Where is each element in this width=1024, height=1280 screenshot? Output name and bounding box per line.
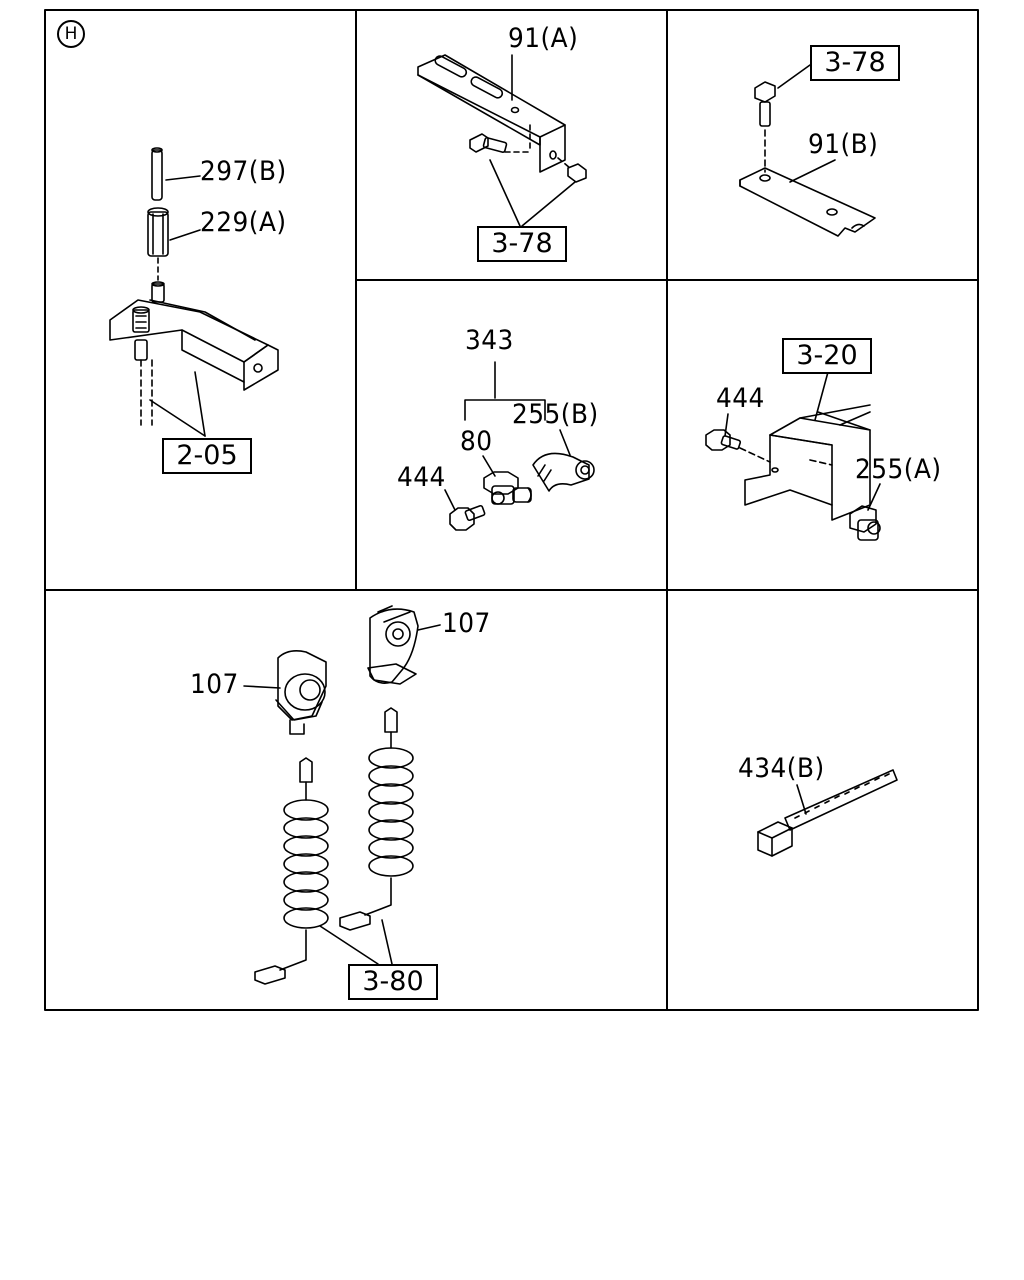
leaders-panel-7 xyxy=(797,785,806,814)
cable-tie-434b-drawing xyxy=(758,770,897,856)
label-107-upper: 107 xyxy=(442,608,491,639)
coil-3-80-drawing xyxy=(255,708,413,984)
ref-box-2-05[interactable]: 2-05 xyxy=(162,438,252,474)
ref-box-3-78-b[interactable]: 3-78 xyxy=(810,45,900,81)
leaders-panel-5 xyxy=(725,372,880,510)
ref-box-3-20[interactable]: 3-20 xyxy=(782,338,872,374)
label-91b: 91(B) xyxy=(808,129,879,160)
coupling-107-lower-drawing xyxy=(276,651,326,734)
assembly-343-drawing xyxy=(450,362,594,530)
leaders-panel-6 xyxy=(244,625,440,964)
label-91a: 91(A) xyxy=(508,23,579,54)
leaders-panel-4 xyxy=(445,430,570,510)
section-mark: H xyxy=(57,20,85,48)
ref-box-3-78-a[interactable]: 3-78 xyxy=(477,226,567,262)
label-434b: 434(B) xyxy=(738,753,825,784)
label-80: 80 xyxy=(460,426,493,457)
bracket-91a-drawing xyxy=(418,54,586,182)
panel-grid xyxy=(45,10,978,1010)
label-444-p5: 444 xyxy=(716,383,765,414)
ref-box-3-80[interactable]: 3-80 xyxy=(348,964,438,1000)
coupling-107-upper-drawing xyxy=(368,606,418,684)
label-343: 343 xyxy=(465,325,514,356)
plate-91b-drawing xyxy=(740,65,875,236)
label-255a: 255(A) xyxy=(855,454,942,485)
frame-3-20-drawing xyxy=(706,405,880,540)
fitting-229a-drawing xyxy=(148,208,168,280)
label-229a: 229(A) xyxy=(200,207,287,238)
leaders-panel-2 xyxy=(490,55,575,226)
leaders-panel-1 xyxy=(166,176,200,240)
label-444-p4: 444 xyxy=(397,462,446,493)
label-297b: 297(B) xyxy=(200,156,287,187)
label-255b: 255(B) xyxy=(512,399,599,430)
bracket-2-05-drawing xyxy=(110,282,278,436)
label-107-lower: 107 xyxy=(190,669,239,700)
pipe-297b-drawing xyxy=(152,148,162,200)
